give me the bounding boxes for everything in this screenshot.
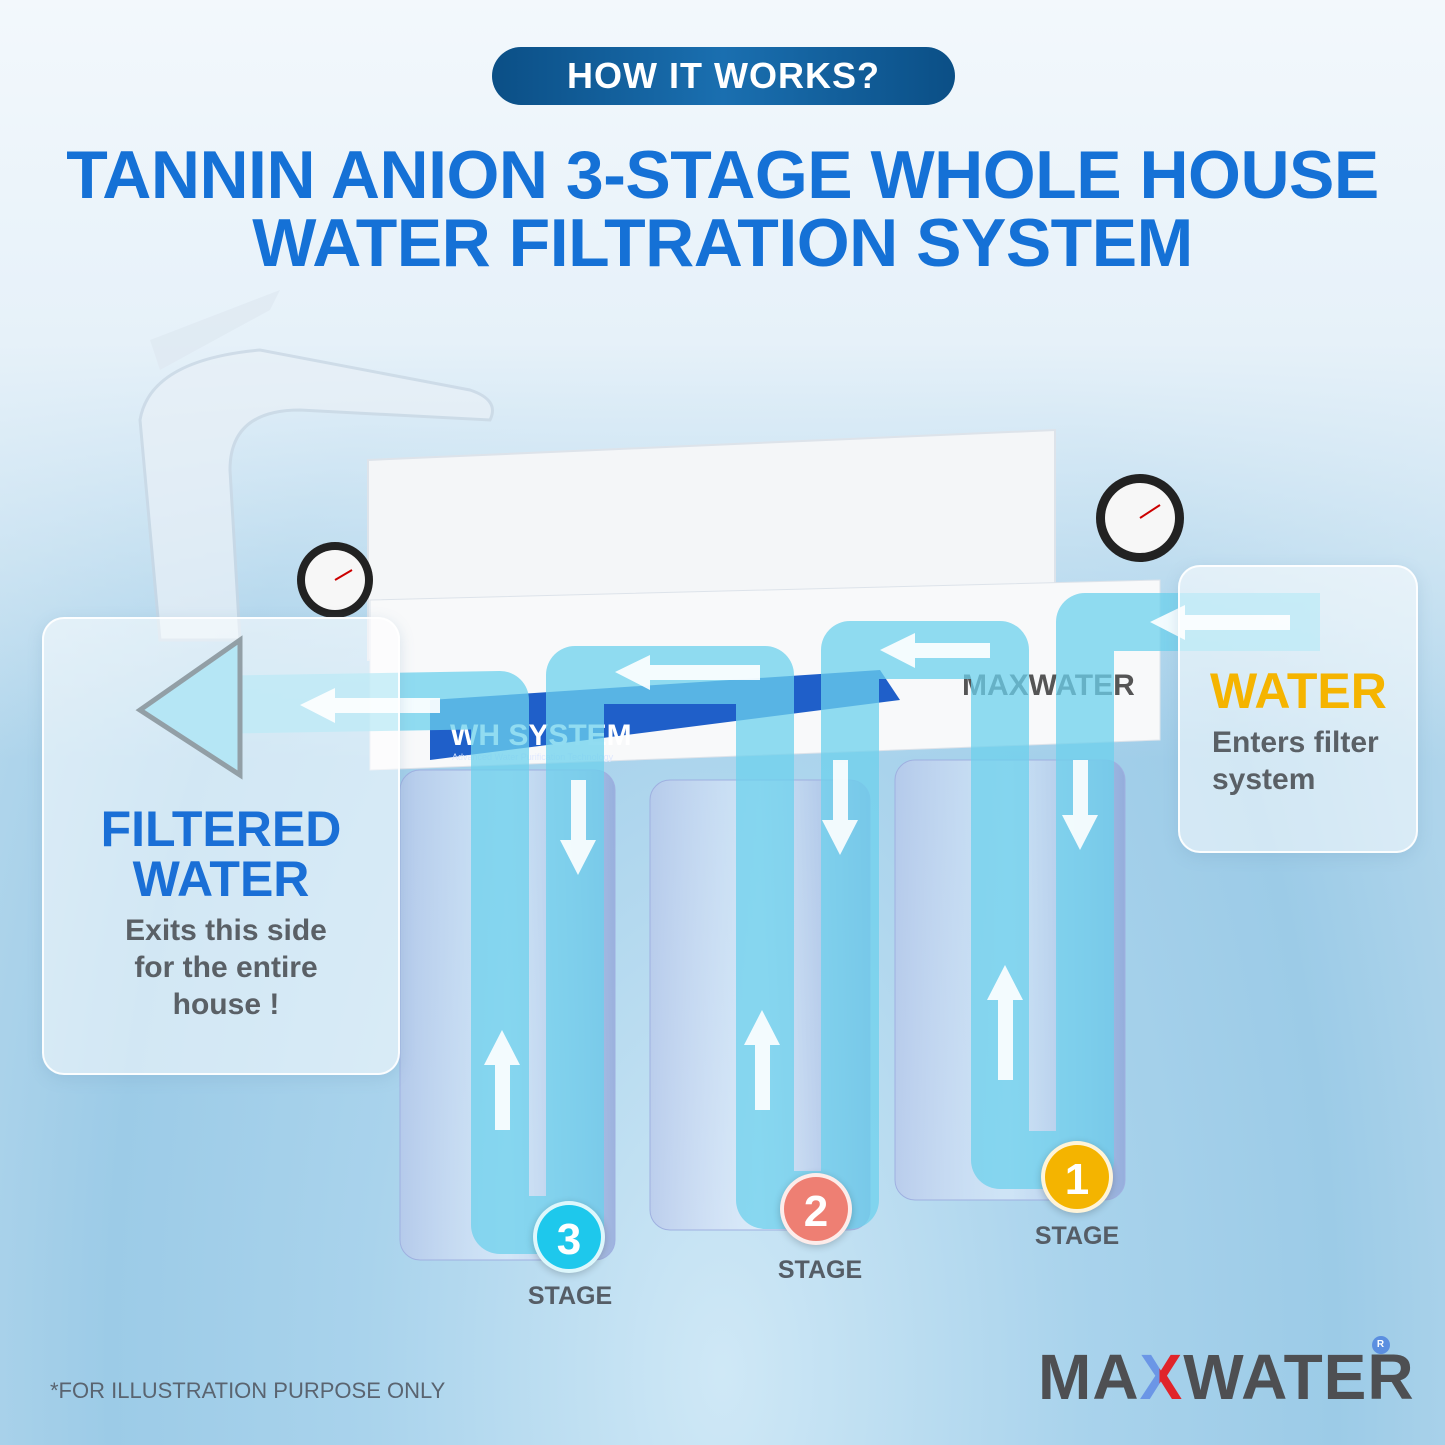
page-title-line2: WATER FILTRATION SYSTEM — [252, 205, 1193, 281]
stage-2-badge: 2 — [780, 1173, 852, 1245]
water-text: Enters filter system — [1212, 724, 1416, 798]
page-title-line1: TANNIN ANION 3-STAGE WHOLE HOUSE — [66, 137, 1379, 213]
filtered-water-box: FILTERED WATER Exits this side for the e… — [42, 617, 400, 1075]
wh-system-sublabel: Advanced Water Purification Technology — [452, 752, 614, 762]
filtered-text-1: Exits this side — [125, 914, 327, 947]
stage-1-label: STAGE — [1034, 1222, 1120, 1250]
filtered-heading-2: WATER — [132, 851, 310, 907]
how-it-works-pill: HOW IT WORKS? — [492, 47, 955, 105]
stage-3-label: STAGE — [527, 1282, 613, 1310]
registered-mark-icon: R — [1372, 1336, 1390, 1354]
water-text-1: Enters filter — [1212, 726, 1379, 759]
faucet — [138, 290, 494, 642]
water-text-2: system — [1212, 763, 1316, 796]
filtered-text-2: for the entire — [134, 951, 318, 984]
water-enters-box: WATER Enters filter system — [1178, 565, 1418, 853]
pressure-gauge-right — [1096, 474, 1184, 562]
water-heading: WATER — [1210, 663, 1387, 719]
filtered-text: Exits this side for the entire house ! — [44, 912, 398, 1023]
stage-1-badge: 1 — [1041, 1141, 1113, 1213]
logo-text-a: MA — [1038, 1341, 1140, 1413]
stage-2-label: STAGE — [777, 1256, 863, 1284]
pressure-gauge-left — [297, 542, 373, 618]
logo-text-b: WATER — [1183, 1341, 1415, 1413]
logo-text-x: X — [1139, 1341, 1184, 1413]
stage-3-badge: 3 — [533, 1201, 605, 1273]
maxwater-logo: MAXWATER R — [1038, 1336, 1415, 1414]
filtered-text-3: house ! — [172, 988, 280, 1021]
filtered-heading-1: FILTERED — [100, 801, 342, 857]
illustration-disclaimer: *FOR ILLUSTRATION PURPOSE ONLY — [50, 1378, 446, 1403]
